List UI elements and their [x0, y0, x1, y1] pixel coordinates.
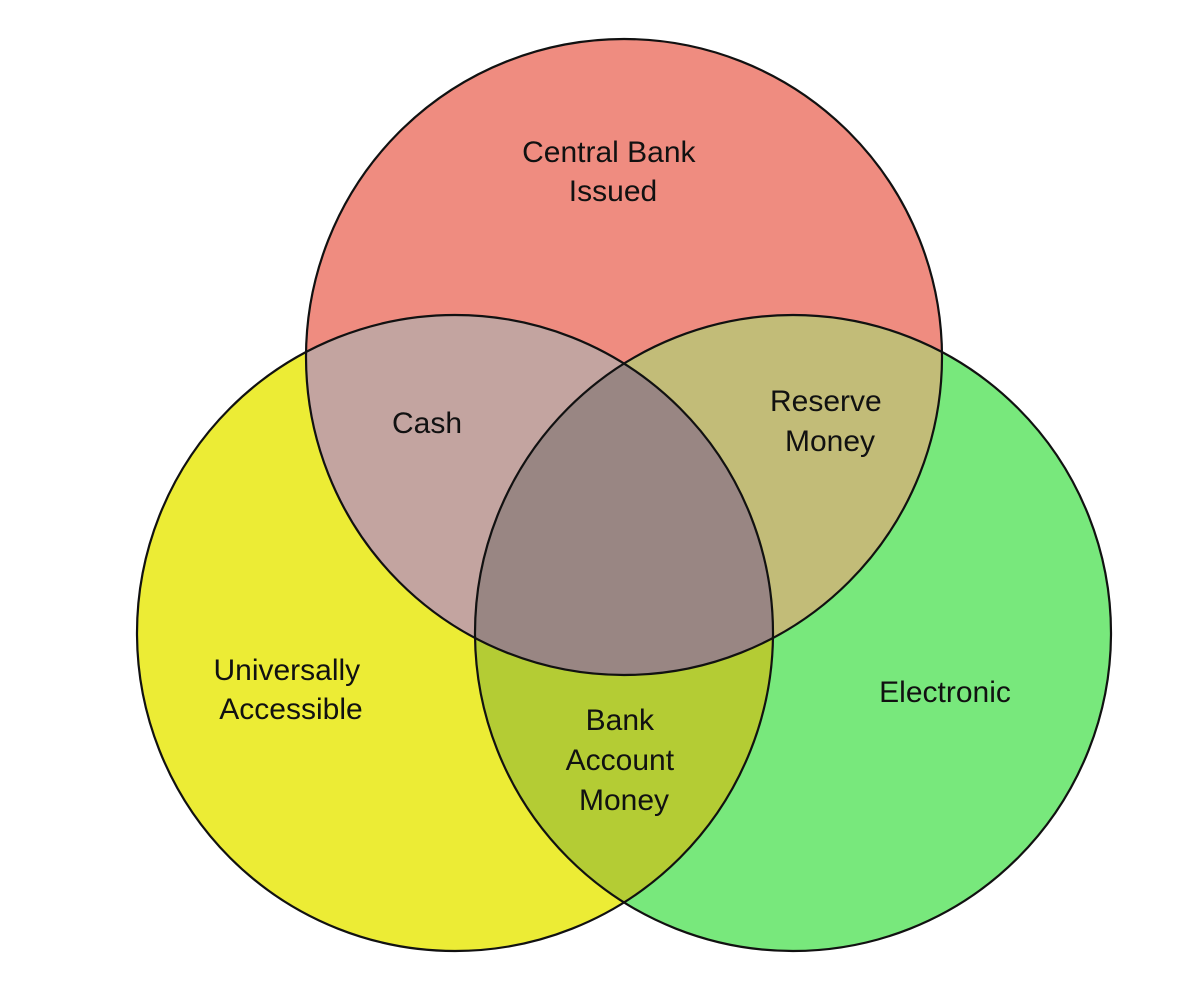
- label-line: Universally: [213, 654, 360, 687]
- label-line: Money: [785, 425, 875, 458]
- label-line: Central Bank: [522, 136, 696, 169]
- label-line: Bank: [586, 704, 655, 737]
- label-line: Account: [566, 744, 675, 777]
- label-line: Issued: [569, 175, 657, 208]
- circle-outlines: [135, 37, 1113, 953]
- label-universally-accessible: Universally Accessible: [213, 654, 368, 726]
- label-cash: Cash: [392, 407, 462, 440]
- outline-top: [304, 37, 944, 677]
- label-line: Money: [579, 784, 669, 817]
- label-line: Cash: [392, 407, 462, 440]
- label-reserve-money: Reserve Money: [770, 385, 890, 458]
- outline-left: [135, 313, 775, 953]
- label-line: Accessible: [219, 693, 362, 726]
- label-line: Reserve: [770, 385, 882, 418]
- label-bank-account-money: Bank Account Money: [566, 704, 683, 817]
- label-electronic: Electronic: [879, 676, 1011, 709]
- label-line: Electronic: [879, 676, 1011, 709]
- outline-right: [473, 313, 1113, 953]
- overlap-all-three: [475, 315, 773, 675]
- label-central-bank-issued: Central Bank Issued: [522, 136, 704, 208]
